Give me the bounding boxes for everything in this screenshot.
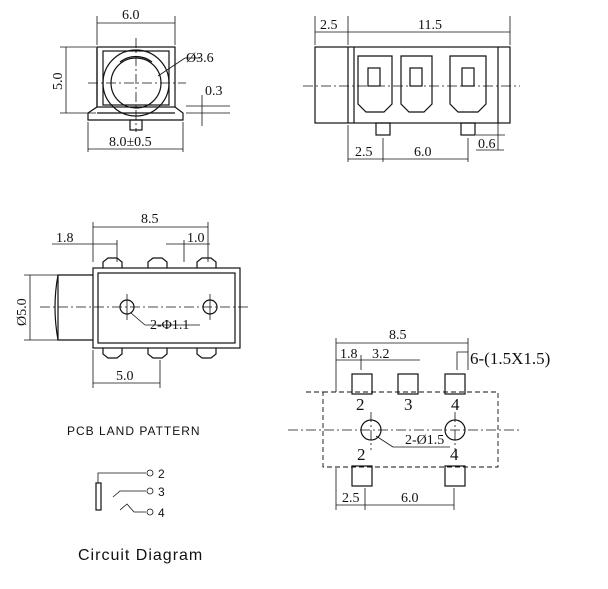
dim-bottom: 5.0 [116,369,134,384]
pcb-pad-label: 2 [356,395,365,414]
circuit-diagram: 2 3 4 [95,467,165,520]
dim-front: 2.5 [320,18,338,33]
dim-diameter: Ø5.0 [15,298,30,326]
dim-pin-start: 2.5 [355,145,373,160]
pcb-dim-d1: 1.8 [340,347,358,362]
pcb-dim-span: 8.5 [389,328,407,343]
pcb-holes: 2-Ø1.5 [405,433,444,448]
dim-pin-height: 0.6 [478,137,496,152]
circuit-pin: 3 [158,485,165,499]
dim-offset: 0.3 [205,84,223,99]
dim-bore: Ø3.6 [186,51,214,66]
dim-width: 6.0 [122,8,140,23]
pcb-pad-note: 6-(1.5X1.5) [470,349,550,368]
pcb-dim-spacing: 6.0 [401,491,419,506]
pcb-dim-left: 2.5 [342,491,360,506]
dim-right-offset: 1.0 [187,231,205,246]
dim-left-offset: 1.8 [56,231,74,246]
dim-pin-spacing: 6.0 [414,145,432,160]
dim-holes: 2-Φ1.1 [150,318,189,333]
pcb-pad-label: 3 [404,395,413,414]
circuit-title: Circuit Diagram [78,547,203,564]
dim-length: 11.5 [418,18,442,33]
front-view: 6.0 5.0 Ø3.6 0.3 8.0±0.5 [51,8,230,152]
pcb-pad-label: 4 [450,445,459,464]
circuit-pin: 4 [158,506,165,520]
dim-base: 8.0±0.5 [109,135,152,150]
bottom-view: 8.5 1.8 1.0 2-Φ1.1 Ø5.0 [15,212,248,388]
dim-span: 8.5 [141,212,159,227]
dim-height: 5.0 [51,73,66,91]
pcb-land-pattern: 8.5 1.8 3.2 6-(1.5X1.5) 2 3 4 2-Ø1.5 2 4 [288,328,550,510]
pcb-pad-label: 2 [357,445,366,464]
pcb-title: PCB LAND PATTERN [67,424,201,438]
circuit-pin: 2 [158,467,165,481]
pcb-dim-d2: 3.2 [372,347,390,362]
pcb-pad-label: 4 [451,395,460,414]
side-view: 2.5 11.5 2.5 6.0 0.6 [303,16,520,162]
